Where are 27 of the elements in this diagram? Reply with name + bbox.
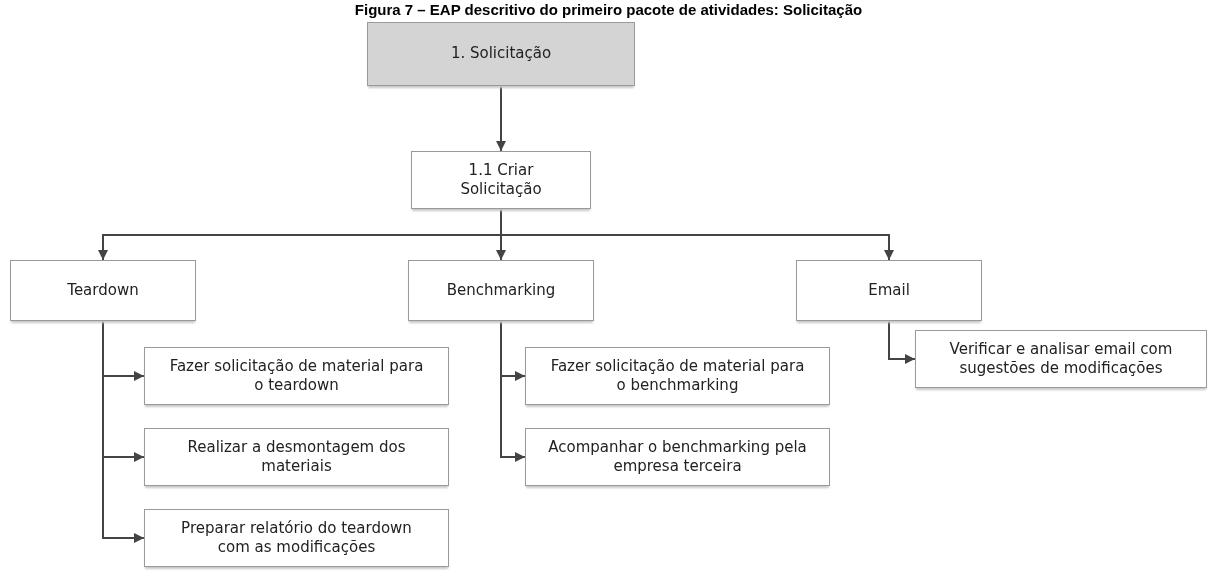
task-box	[408, 260, 594, 321]
connector-arrow	[102, 320, 145, 543]
figure-title: Figura 7 – EAP descritivo do primeiro pacote de atividades: Solicitação	[353, 1, 864, 18]
task-label: Fazer solicitação de material para o teardown	[168, 356, 425, 396]
task-label: Teardown	[67, 280, 139, 301]
task-label: Email	[868, 280, 910, 301]
task-box	[367, 22, 635, 86]
task-box	[915, 330, 1207, 388]
connector-arrow	[500, 320, 526, 462]
task-box	[144, 428, 449, 486]
task-box	[796, 260, 982, 321]
task-label: 1. Solicitação	[450, 44, 552, 64]
task-label: Realizar a desmontagem dos materiais	[186, 437, 407, 477]
task-box	[411, 151, 591, 209]
connector-arrow	[496, 85, 506, 152]
connector-arrow	[888, 320, 916, 364]
task-label: Benchmarking	[446, 280, 556, 301]
task-label: Acompanhar o benchmarking pela empresa terceira	[547, 437, 808, 477]
task-label: 1.1 Criar Solicitação	[459, 160, 543, 200]
task-box	[144, 509, 449, 567]
task-label: Preparar relatório do teardown com as modificações	[180, 518, 413, 558]
task-label: Verificar e analisar email com sugestões de modificações	[948, 339, 1174, 379]
task-label: Fazer solicitação de material para o benchmarking	[549, 356, 806, 396]
task-box	[10, 260, 196, 321]
task-box	[525, 347, 830, 405]
task-box	[525, 428, 830, 486]
task-box	[144, 347, 449, 405]
